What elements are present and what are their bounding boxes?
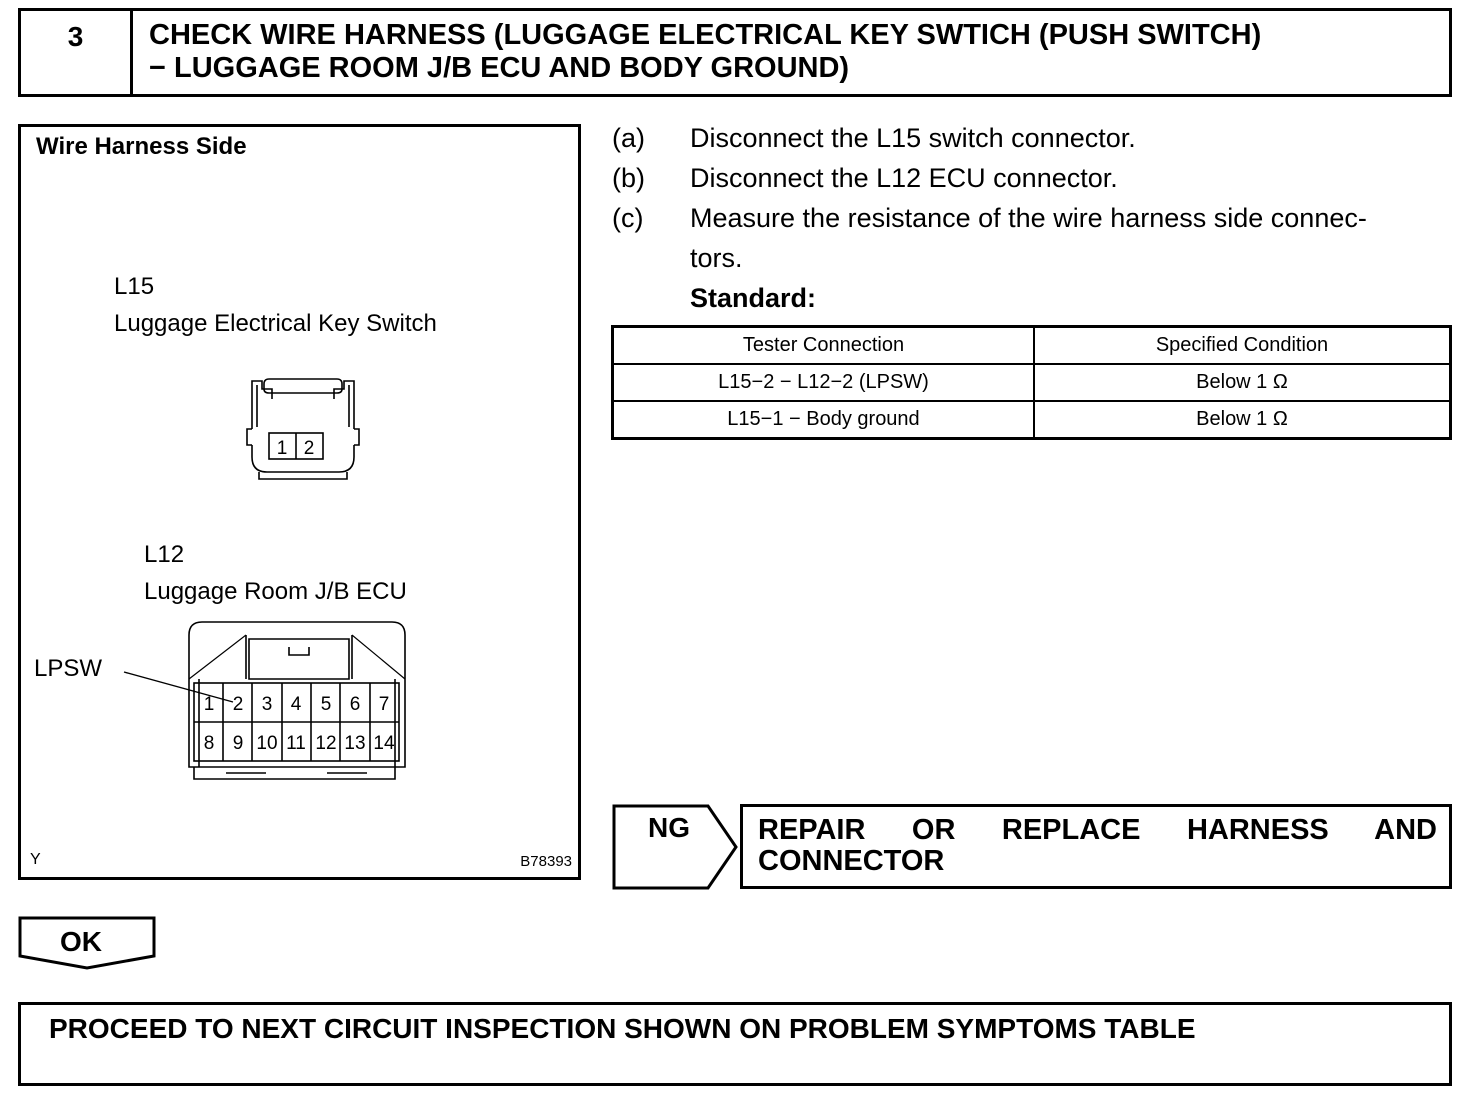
ng-action-text: REPAIR OR REPLACE HARNESS AND CONNECTOR (758, 814, 1437, 877)
step-header: 3 CHECK WIRE HARNESS (LUGGAGE ELECTRICAL… (18, 8, 1452, 97)
ng-action-box: REPAIR OR REPLACE HARNESS AND CONNECTOR (740, 804, 1452, 889)
step-title: CHECK WIRE HARNESS (LUGGAGE ELECTRICAL K… (149, 19, 1439, 85)
spec-table: Tester Connection Specified Condition L1… (611, 325, 1452, 440)
lpsw-callout-label: LPSW (34, 655, 103, 682)
connector-l15-drawing: 1 2 (246, 378, 360, 480)
spec-cell-condition: Below 1 Ω (1033, 400, 1452, 440)
connector-l15-code: L15 (114, 273, 155, 300)
connector-l12-drawing: 1 2 3 4 5 6 7 8 9 10 11 12 13 14 (123, 621, 406, 780)
l12-pin-12: 12 (315, 733, 336, 754)
spec-header-tester-connection: Tester Connection (611, 325, 1035, 365)
connector-l15-name: Luggage Electrical Key Switch (114, 310, 437, 337)
instruction-c-text: Measure the resistance of the wire harne… (690, 203, 1367, 233)
step-title-line-2: − LUGGAGE ROOM J/B ECU AND BODY GROUND) (149, 52, 850, 84)
standard-label: Standard: (690, 283, 817, 313)
table-row: L15−1 − Body ground Below 1 Ω (611, 400, 1452, 440)
l12-pin-8: 8 (204, 733, 215, 754)
l12-pin-5: 5 (321, 694, 332, 715)
spec-cell-connection: L15−2 − L12−2 (LPSW) (611, 363, 1035, 402)
spec-cell-connection: L15−1 − Body ground (611, 400, 1035, 440)
final-action-text: PROCEED TO NEXT CIRCUIT INSPECTION SHOWN… (49, 1013, 1196, 1044)
l12-pin-14: 14 (373, 733, 395, 754)
instruction-a-letter: (a) (612, 123, 645, 153)
instruction-c-continued: tors. (690, 243, 743, 273)
l12-pin-6: 6 (350, 694, 361, 715)
l12-pin-9: 9 (233, 733, 244, 754)
l12-pin-11: 11 (286, 733, 306, 754)
l12-pin-2: 2 (233, 694, 244, 715)
instruction-c-letter: (c) (612, 203, 644, 233)
ng-arrow-icon (612, 804, 738, 890)
l12-pin-13: 13 (344, 733, 365, 754)
connector-l12-name: Luggage Room J/B ECU (144, 578, 407, 605)
l15-pin-1: 1 (277, 438, 288, 459)
step-number: 3 (21, 11, 133, 94)
figure-id: B78393 (520, 853, 572, 870)
spec-header-specified-condition: Specified Condition (1033, 325, 1452, 365)
l12-pin-10: 10 (256, 733, 277, 754)
connector-drawings: 1 2 1 2 3 4 (123, 378, 406, 780)
instruction-b-letter: (b) (612, 163, 645, 193)
l15-pin-2: 2 (304, 438, 315, 459)
step-title-line-1: CHECK WIRE HARNESS (LUGGAGE ELECTRICAL K… (149, 19, 1262, 51)
lpsw-leader-line (123, 671, 234, 703)
connector-l12-code: L12 (144, 541, 185, 568)
l12-pin-7: 7 (379, 694, 390, 715)
instruction-a-text: Disconnect the L15 switch connector. (690, 123, 1136, 153)
ok-label: OK (60, 926, 102, 957)
spec-table-header-row: Tester Connection Specified Condition (611, 325, 1452, 365)
l12-pin-3: 3 (262, 694, 273, 715)
final-action-box: PROCEED TO NEXT CIRCUIT INSPECTION SHOWN… (18, 1002, 1452, 1086)
table-row: L15−2 − L12−2 (LPSW) Below 1 Ω (611, 363, 1452, 402)
l12-pin-4: 4 (291, 694, 302, 715)
diagram-heading: Wire Harness Side (36, 133, 247, 160)
ok-arrow-icon (18, 916, 156, 970)
l12-pin-1: 1 (204, 694, 215, 715)
spec-cell-condition: Below 1 Ω (1033, 363, 1452, 402)
wire-harness-diagram: Wire Harness Side L15 Luggage Electrical… (18, 124, 581, 880)
ng-label: NG (648, 812, 690, 843)
instruction-b-text: Disconnect the L12 ECU connector. (690, 163, 1118, 193)
corner-mark: Y (30, 851, 41, 868)
